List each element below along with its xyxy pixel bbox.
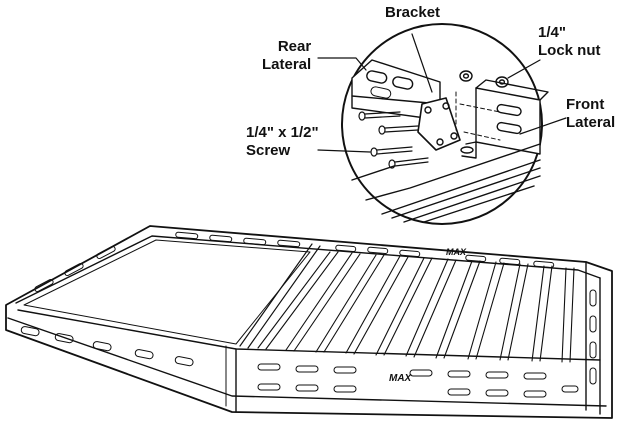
label-bracket: Bracket bbox=[385, 4, 440, 22]
cargo-rack bbox=[5, 225, 613, 419]
right-rail-slots bbox=[589, 289, 597, 385]
label-lock-nut-text: Lock nut bbox=[538, 42, 601, 59]
label-front-lateral-line2: Lateral bbox=[566, 114, 616, 131]
back-rail-slots bbox=[175, 231, 555, 269]
label-bracket-text: Bracket bbox=[385, 4, 441, 21]
label-rear-lateral-line2: Lateral bbox=[262, 56, 312, 73]
label-rear-lateral-line1: Rear bbox=[277, 38, 312, 55]
detail-callout bbox=[341, 23, 549, 225]
detail-floor-slats bbox=[351, 143, 541, 223]
label-lock-nut-size: 1/4" bbox=[538, 24, 566, 41]
label-screw: 1/4" x 1/2" Screw bbox=[246, 124, 319, 160]
floor-slats bbox=[257, 251, 575, 363]
leader-lines bbox=[317, 33, 567, 153]
logo-mark-front: MAX bbox=[389, 373, 412, 384]
left-rail-slots bbox=[34, 245, 116, 293]
front-lateral-part bbox=[460, 79, 549, 159]
label-screw-size: 1/4" x 1/2" bbox=[246, 124, 319, 141]
bracket-part bbox=[417, 97, 461, 151]
logo-mark-rear: MAX bbox=[446, 247, 466, 257]
front-rail-slots bbox=[20, 326, 579, 398]
label-screw-text: Screw bbox=[246, 142, 291, 159]
rear-lateral-part bbox=[351, 59, 441, 121]
label-lock-nut: 1/4" Lock nut bbox=[538, 24, 601, 60]
label-front-lateral-line1: Front bbox=[566, 96, 605, 113]
lock-nut-part bbox=[459, 70, 509, 88]
label-front-lateral: Front Lateral bbox=[566, 96, 615, 132]
label-rear-lateral: Rear Lateral bbox=[262, 38, 311, 74]
screw-part bbox=[358, 111, 429, 169]
